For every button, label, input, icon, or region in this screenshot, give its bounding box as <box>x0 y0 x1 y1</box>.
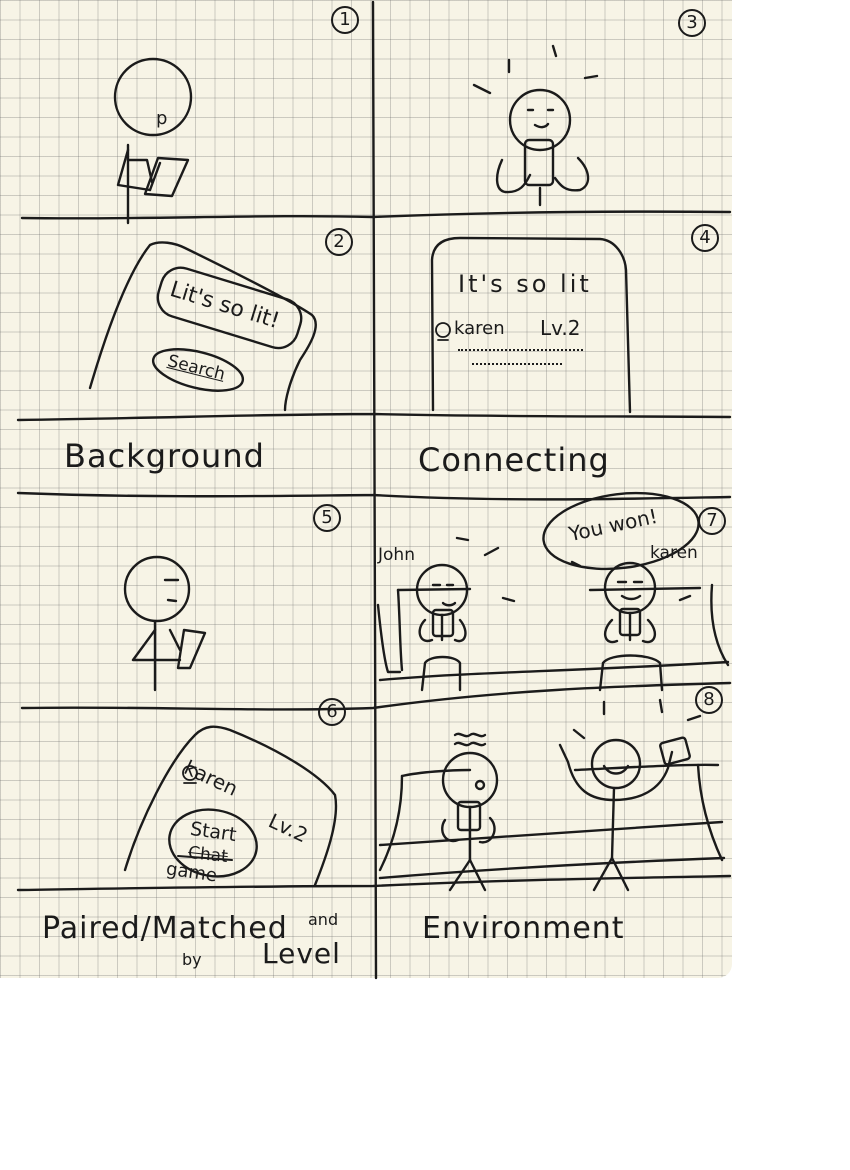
panel-number-2: 2 <box>333 231 345 252</box>
panel-2-phone <box>88 241 317 412</box>
panel-number-4: 4 <box>699 227 711 248</box>
panel-5-figure <box>123 555 207 692</box>
caption-background: Background <box>64 437 265 475</box>
panel-number-3: 3 <box>686 12 698 33</box>
caption-environment: Environment <box>422 911 625 946</box>
panel-4-user-level: Lv.2 <box>540 316 581 340</box>
caption-connecting: Connecting <box>418 441 610 479</box>
caption-and: and <box>308 910 339 929</box>
panel-7-karen-label: karen <box>650 543 698 563</box>
panel-1-mouth-text: p <box>156 108 168 129</box>
panel-dividers <box>16 0 732 980</box>
panel-7-john-label: John <box>378 545 415 565</box>
caption-level: Level <box>262 937 341 970</box>
panel-number-5: 5 <box>321 507 333 528</box>
panel-8-scene <box>378 698 726 892</box>
panel-4-user-name: karen <box>454 318 505 339</box>
panel-4-post-title: It's so lit <box>458 270 592 298</box>
panel-4-phone <box>430 236 632 414</box>
panel-number-8: 8 <box>703 689 715 710</box>
panel-3-figure <box>472 44 599 207</box>
panel-number-1: 1 <box>339 9 351 30</box>
panel-number-7: 7 <box>706 510 718 531</box>
panel-1-figure <box>113 57 193 225</box>
panel-6-phone <box>123 725 338 887</box>
caption-paired-matched: Paired/Matched <box>42 911 288 946</box>
panel-7-scene <box>376 491 730 692</box>
caption-by: by <box>182 950 202 969</box>
graph-paper-sheet <box>0 0 732 978</box>
panel-number-6: 6 <box>326 701 338 722</box>
panel-4-scribble-lines <box>458 345 588 375</box>
